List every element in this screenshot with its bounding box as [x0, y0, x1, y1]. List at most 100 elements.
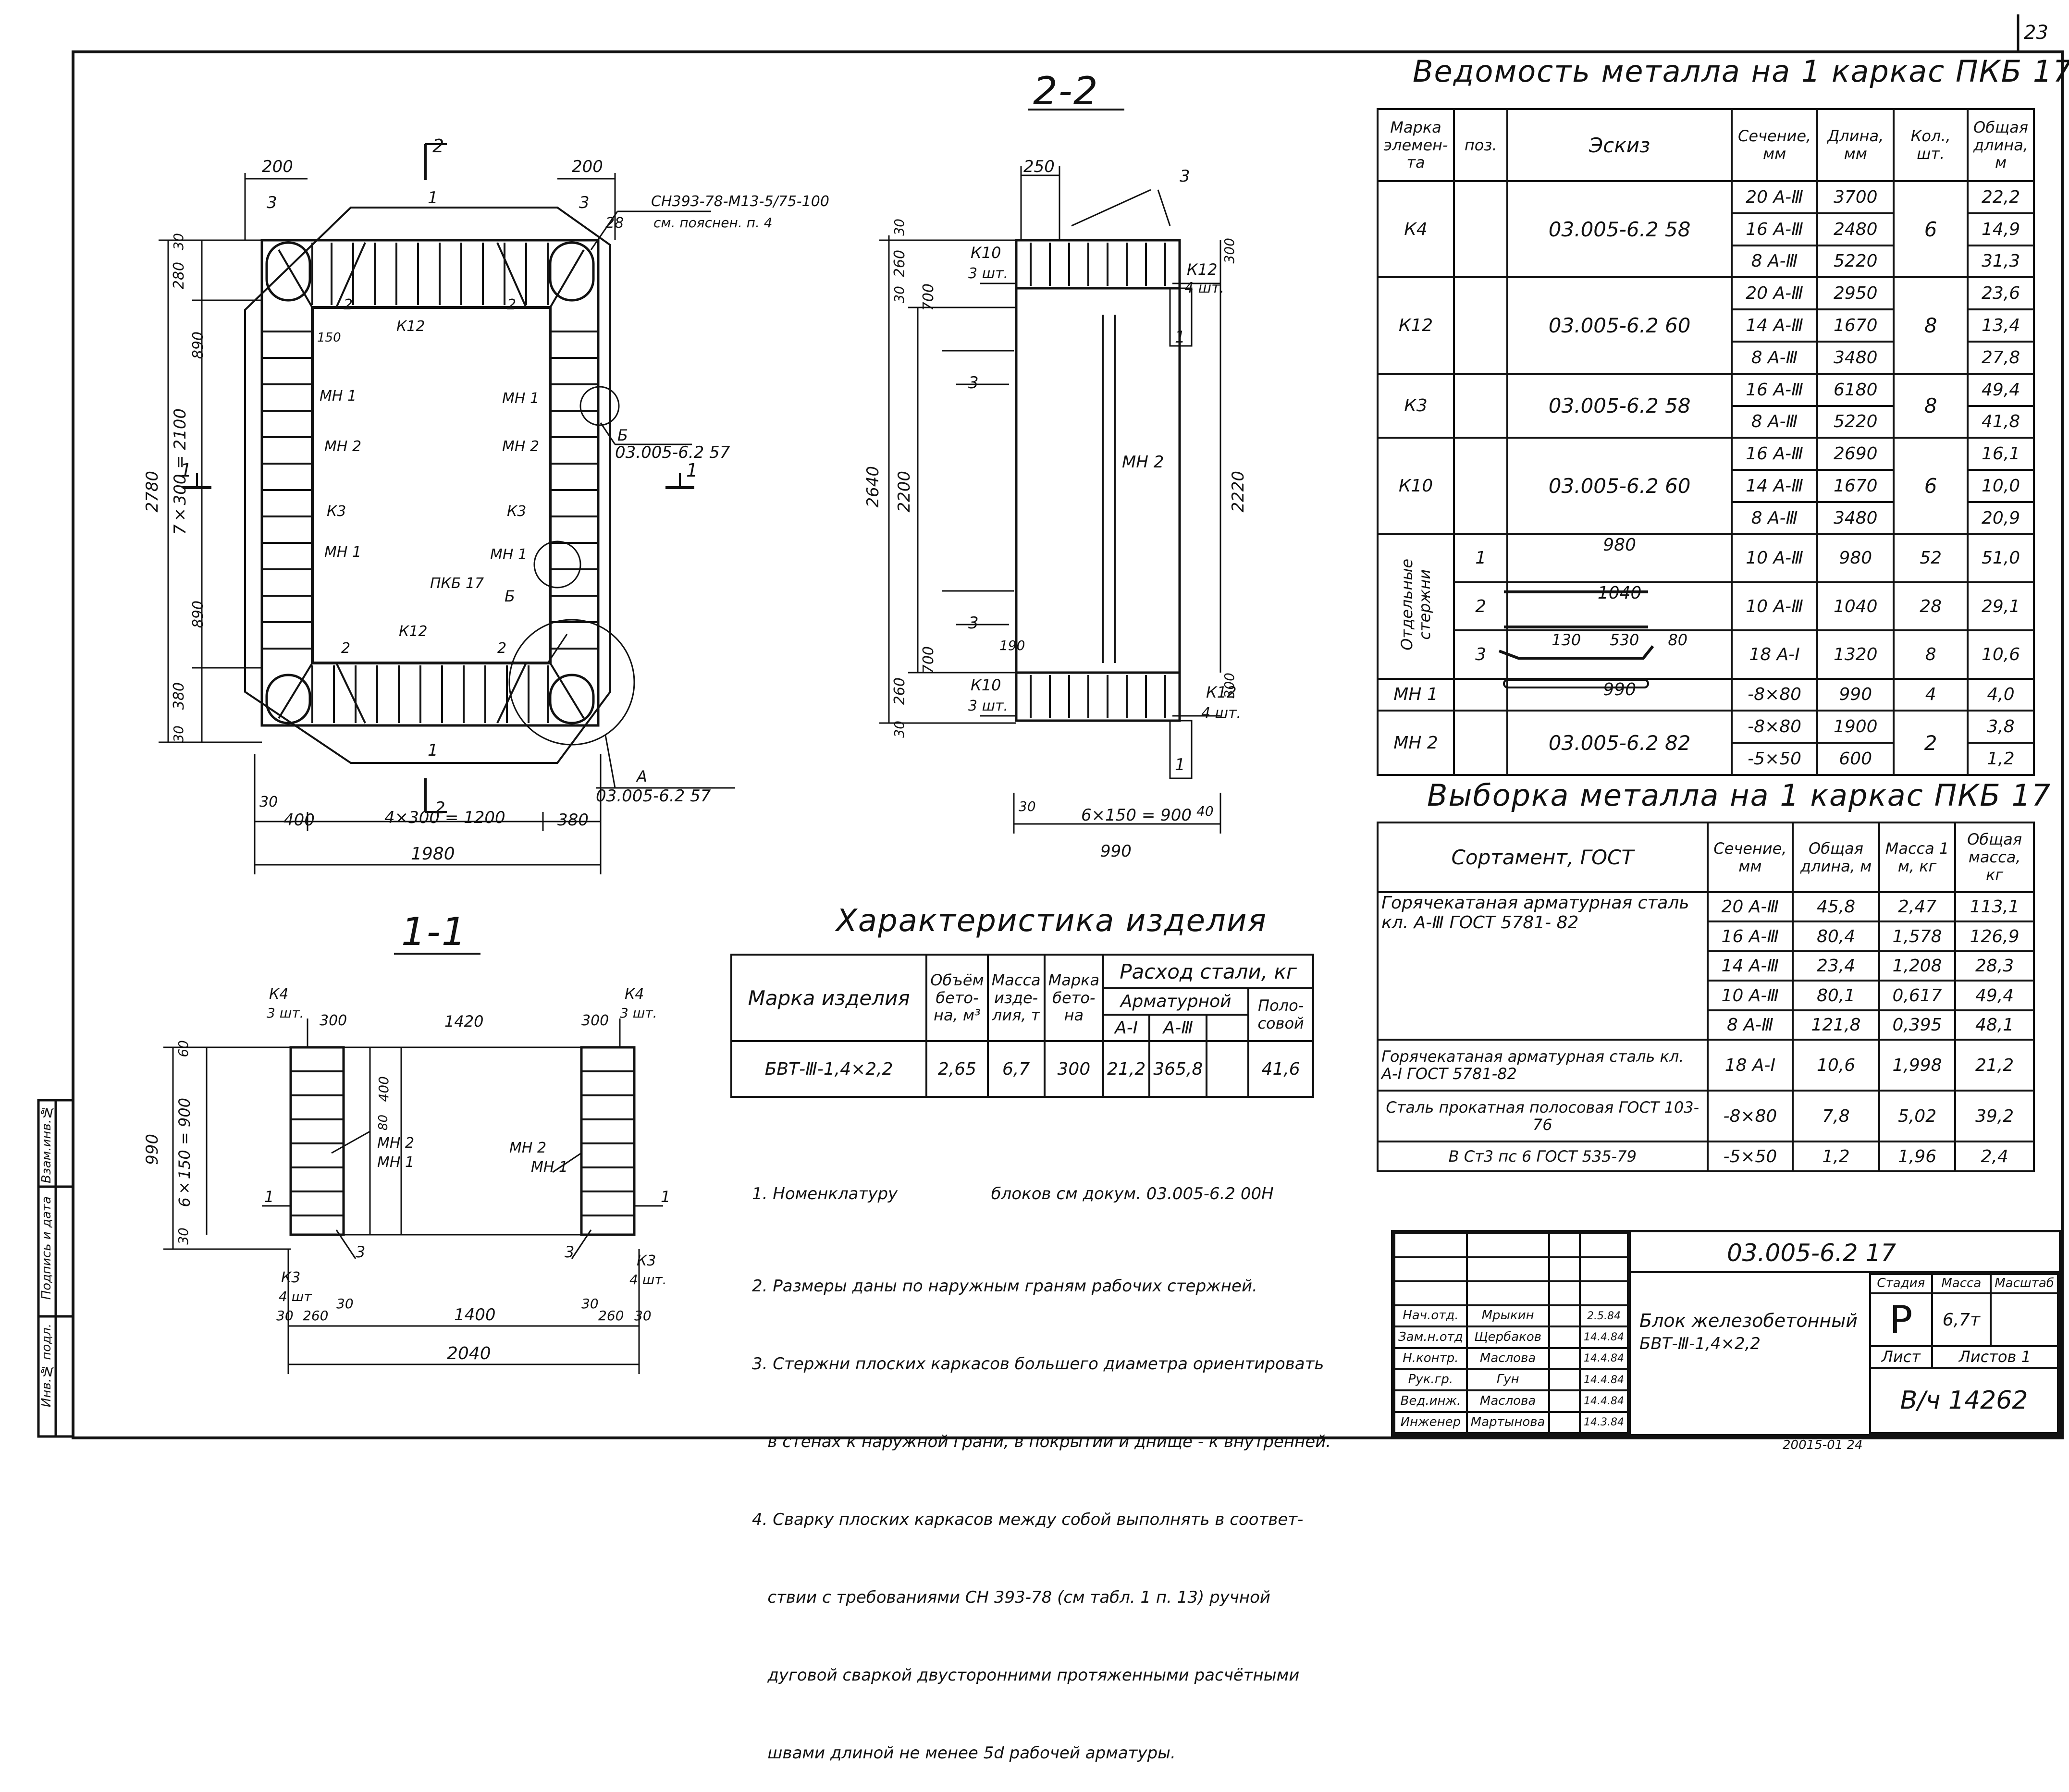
- ms-k4-sketch: 03.005-6.2 58: [1506, 180, 1733, 279]
- plan-mn1-right-b: МН 1: [490, 546, 528, 563]
- s11-pos1-left: 1: [264, 1188, 274, 1206]
- plan-dim-4x300: 4×300 = 1200: [384, 808, 505, 827]
- s11-dim-30-b: 30: [276, 1308, 294, 1324]
- table-cell: 1320: [1816, 629, 1895, 680]
- table-cell: 41,8: [1967, 405, 2035, 439]
- table-cell: [1206, 1040, 1250, 1098]
- table-cell: 1: [1453, 533, 1509, 584]
- table-cell: 2690: [1816, 437, 1895, 471]
- char-h-a1: А-Ⅰ: [1102, 1014, 1151, 1042]
- s11-k3-left-qty: 4 шт: [279, 1289, 312, 1304]
- section-1-1-title: 1-1: [401, 909, 467, 954]
- table-cell: 8 А-Ⅲ: [1730, 405, 1819, 439]
- dim-990: 990: [1100, 842, 1132, 861]
- weld-note-ref: см. пояснен. п. 4: [653, 215, 773, 231]
- ms-h-qty: Кол., шт.: [1893, 108, 1969, 182]
- table-cell: 28: [1893, 581, 1969, 632]
- table-cell: 14 А-Ⅲ: [1706, 950, 1794, 982]
- ms-h-total: Общая длина, м: [1967, 108, 2035, 182]
- dim-2220: 2220: [1229, 471, 1248, 513]
- table-cell: 49,4: [1954, 980, 2035, 1011]
- note-line: 2. Размеры даны по наружным граням рабоч…: [752, 1276, 1257, 1296]
- table-cell: -8×80: [1730, 710, 1819, 744]
- table-cell: 21,2: [1102, 1040, 1151, 1098]
- table-cell: 2,65: [925, 1040, 989, 1098]
- table-cell: 1040: [1506, 581, 1733, 632]
- plan-pos2-d: 2: [497, 640, 507, 657]
- sel-g1-label: Горячекатаная арматурная сталь кл. А-Ⅲ Г…: [1377, 891, 1709, 1041]
- char-h-steel: Расход стали, кг: [1102, 954, 1314, 989]
- char-h-volume: Объём бето- на, м³: [925, 954, 989, 1042]
- table-cell: 126,9: [1954, 921, 2035, 952]
- table-cell: 3700: [1816, 180, 1895, 214]
- tb-name-cell: Блок железобетонный БВТ-Ⅲ-1,4×2,2: [1629, 1273, 1869, 1434]
- table-cell: 8 А-Ⅲ: [1730, 501, 1819, 535]
- table-cell: 80,1: [1792, 980, 1880, 1011]
- s11-dim-30-c: 30: [336, 1296, 354, 1312]
- char-h-a3: А-Ⅲ: [1148, 1014, 1208, 1042]
- dim-30-d: 30: [1019, 798, 1036, 814]
- dim-30-b: 30: [891, 286, 907, 303]
- table-cell: -5×50: [1706, 1141, 1794, 1172]
- plan-pos3-right: 3: [579, 193, 590, 212]
- table-cell: 16,1: [1967, 437, 2035, 471]
- tb-sheets: Листов 1: [1931, 1345, 2059, 1369]
- ms-k12-sketch: 03.005-6.2 60: [1506, 276, 1733, 375]
- table-cell: 39,2: [1954, 1090, 2035, 1143]
- table-cell: 14,9: [1967, 212, 2035, 246]
- label-k10-top: К10: [971, 244, 1001, 262]
- ms-separate-bars: Отдельные стержни: [1376, 533, 1455, 680]
- table-cell: 2: [1453, 581, 1509, 632]
- table-cell: 20,9: [1967, 501, 2035, 535]
- tb-name: Щербаков: [1466, 1326, 1550, 1349]
- table-cell: 121,8: [1792, 1009, 1880, 1041]
- table-cell: 20 А-Ⅲ: [1730, 180, 1819, 214]
- note-line: 3. Стержни плоских каркасов большего диа…: [752, 1354, 1324, 1374]
- table-cell: 2,47: [1878, 891, 1957, 923]
- table-cell: 1,2: [1792, 1141, 1880, 1172]
- s11-dim-1400: 1400: [454, 1305, 496, 1325]
- table-cell: 45,8: [1792, 891, 1880, 923]
- table-cell: 980: [1816, 533, 1895, 584]
- char-h-strip: Поло- совой: [1247, 987, 1314, 1042]
- characteristics-table: Марка изделия Объём бето- на, м³ Масса и…: [730, 954, 1314, 1098]
- tb-date: 14.4.84: [1579, 1347, 1629, 1370]
- s11-dim-6x150: 6×150 = 900: [175, 1098, 194, 1207]
- table-cell: 8 А-Ⅲ: [1730, 244, 1819, 279]
- table-cell: 1,578: [1878, 921, 1957, 952]
- plan-k3-left: К3: [327, 503, 346, 520]
- table-cell: 16 А-Ⅲ: [1730, 212, 1819, 246]
- weld-note: СН393-78-М13-5/75-100: [651, 193, 829, 210]
- s11-dim-30-e: 30: [634, 1308, 652, 1324]
- plan-dim-280: 280: [171, 262, 187, 290]
- table-cell: 1,2: [1967, 742, 2035, 776]
- plan-detail-b-2: Б: [505, 587, 515, 605]
- table-cell: 51,0: [1967, 533, 2035, 584]
- table-cell: 18 А-Ⅰ: [1730, 629, 1819, 680]
- table-cell: 52: [1893, 533, 1969, 584]
- plan-mn2-left: МН 2: [324, 438, 362, 455]
- tb-doc-code: 03.005-6.2 17: [1727, 1239, 1897, 1267]
- tb-date: 14.4.84: [1579, 1368, 1629, 1392]
- tb-role: Вед.инж.: [1393, 1389, 1468, 1413]
- tb-h-mass: Масса: [1931, 1273, 1992, 1294]
- plan-pos2-c: 2: [341, 640, 351, 657]
- table-cell: 41,6: [1247, 1040, 1314, 1098]
- table-cell: 113,1: [1954, 891, 2035, 923]
- plan-view: [159, 143, 735, 874]
- table-cell: 2480: [1816, 212, 1895, 246]
- cut-2-bottom: 2: [435, 798, 445, 818]
- s11-mn2-right: МН 2: [509, 1140, 547, 1156]
- tb-stage: Р: [1869, 1292, 1933, 1347]
- table-cell: БВТ-Ⅲ-1,4×2,2: [730, 1040, 928, 1098]
- s11-dim-260-b: 260: [598, 1308, 624, 1324]
- plan-ref-57-b: 03.005-6.2 57: [596, 786, 711, 806]
- ms-h-sketch: Эскиз: [1506, 108, 1733, 182]
- tb-date: 14.4.84: [1579, 1326, 1629, 1349]
- table-cell: 10,6: [1792, 1039, 1880, 1092]
- table-cell: 8 А-Ⅲ: [1706, 1009, 1794, 1041]
- s11-dim-60: 60: [175, 1040, 191, 1057]
- plan-dim-30-left: 30: [259, 794, 278, 810]
